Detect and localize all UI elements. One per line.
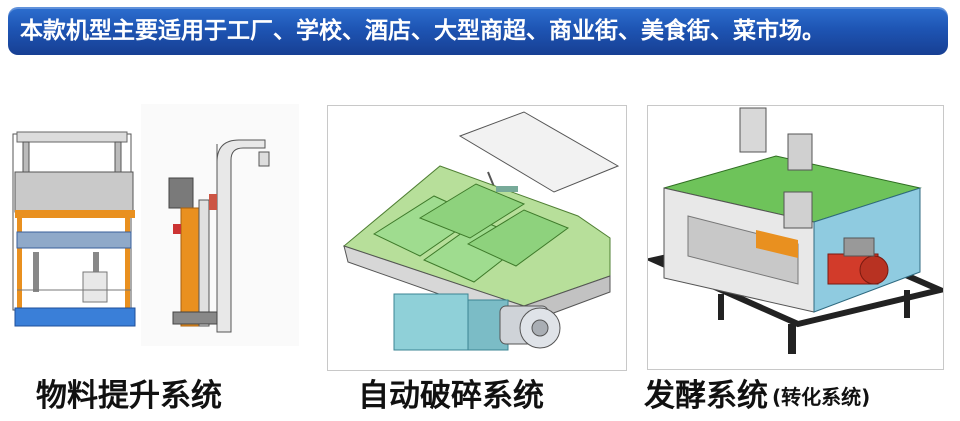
caption-fermentation-sub: (转化系统) — [772, 385, 871, 409]
panel-fermentation — [647, 105, 944, 370]
caption-fermentation: 发酵系统(转化系统) — [644, 374, 870, 418]
top-banner: 本款机型主要适用于工厂、学校、酒店、大型商超、商业街、美食街、菜市场。 — [8, 7, 948, 55]
caption-material-lift: 物料提升系统 — [36, 378, 222, 414]
banner-text: 本款机型主要适用于工厂、学校、酒店、大型商超、商业街、美食街、菜市场。 — [20, 18, 825, 44]
material-lift-illustration — [12, 104, 299, 346]
auto-crushing-illustration — [328, 106, 626, 370]
panel-material-lift — [3, 104, 299, 346]
caption-fermentation-main: 发酵系统 — [644, 378, 768, 414]
caption-auto-crushing: 自动破碎系统 — [358, 378, 544, 414]
panel-auto-crushing — [327, 105, 627, 371]
fermentation-illustration — [648, 106, 943, 369]
